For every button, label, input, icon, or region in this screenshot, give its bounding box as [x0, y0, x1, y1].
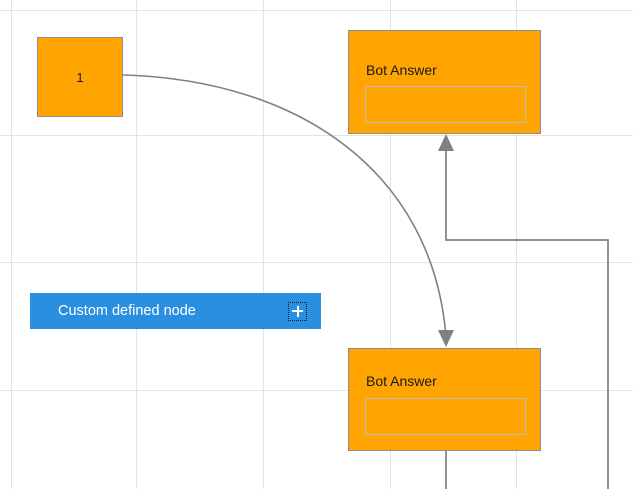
custom-defined-node-label: Custom defined node	[58, 303, 196, 319]
grid-line-horizontal	[0, 10, 633, 11]
node-bot-answer-bottom-title: Bot Answer	[366, 373, 437, 389]
node-bot-answer-top-slot[interactable]	[365, 86, 526, 123]
grid-line-vertical	[136, 0, 137, 489]
grid-line-vertical	[11, 0, 12, 489]
grid-line-horizontal	[0, 262, 633, 263]
grid-line-horizontal	[0, 390, 633, 391]
custom-defined-node-item[interactable]: Custom defined node	[30, 293, 321, 329]
node-bot-answer-bottom-slot[interactable]	[365, 398, 526, 435]
grid-line-vertical	[263, 0, 264, 489]
node-bot-answer-bottom[interactable]: Bot Answer	[348, 348, 541, 451]
node-square-1-label: 1	[76, 69, 84, 85]
node-square-1[interactable]: 1	[37, 37, 123, 117]
plus-icon[interactable]	[288, 301, 307, 321]
node-bot-answer-top[interactable]: Bot Answer	[348, 30, 541, 134]
grid-line-horizontal	[0, 135, 633, 136]
node-bot-answer-top-title: Bot Answer	[366, 62, 437, 78]
